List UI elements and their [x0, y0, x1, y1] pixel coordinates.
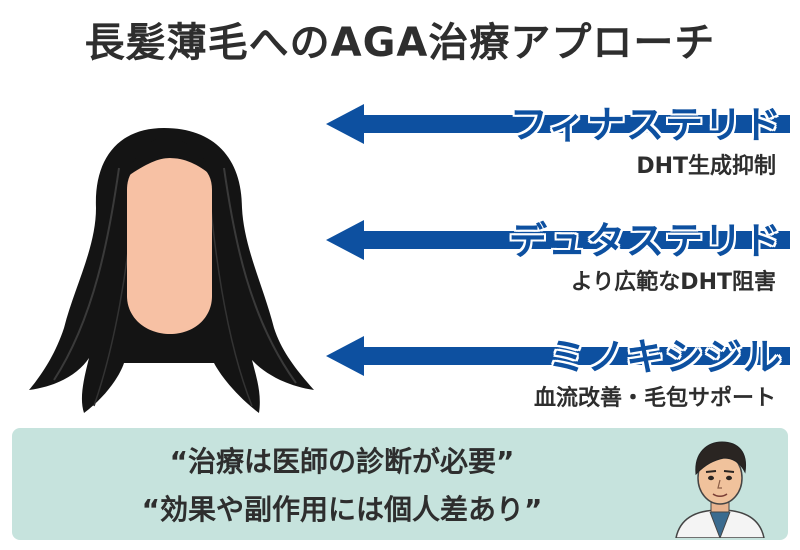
treatment-name: ミノキシジル: [547, 335, 782, 379]
treatment-name: デュタステリド: [508, 219, 782, 263]
treatment-description: DHT生成抑制: [636, 154, 776, 179]
arrow-shape: [326, 336, 790, 376]
treatment-name: フィナステリド: [509, 103, 782, 147]
treatment-row-minoxidil: ミノキシジル 血流改善・毛包サポート: [320, 334, 790, 411]
head-illustration: [24, 128, 314, 418]
doctor-avatar: [666, 430, 774, 540]
disclaimer-line-1: “治療は医師の診断が必要”: [169, 445, 515, 478]
disclaimer-box: “治療は医師の診断が必要” “効果や副作用には個人差あり”: [12, 428, 788, 540]
treatment-row-dutasteride: デュタステリド より広範なDHT阻害: [320, 218, 790, 295]
treatment-description: より広範なDHT阻害: [570, 270, 776, 295]
disclaimer-line-2: “効果や副作用には個人差あり”: [141, 493, 543, 526]
treatment-description: 血流改善・毛包サポート: [533, 386, 776, 411]
arrow-shape: [326, 104, 790, 144]
page-title: 長髪薄毛へのAGA治療アプローチ: [84, 20, 716, 66]
treatment-row-finasteride: フィナステリド DHT生成抑制: [320, 102, 790, 179]
arrow-shape: [326, 220, 790, 260]
